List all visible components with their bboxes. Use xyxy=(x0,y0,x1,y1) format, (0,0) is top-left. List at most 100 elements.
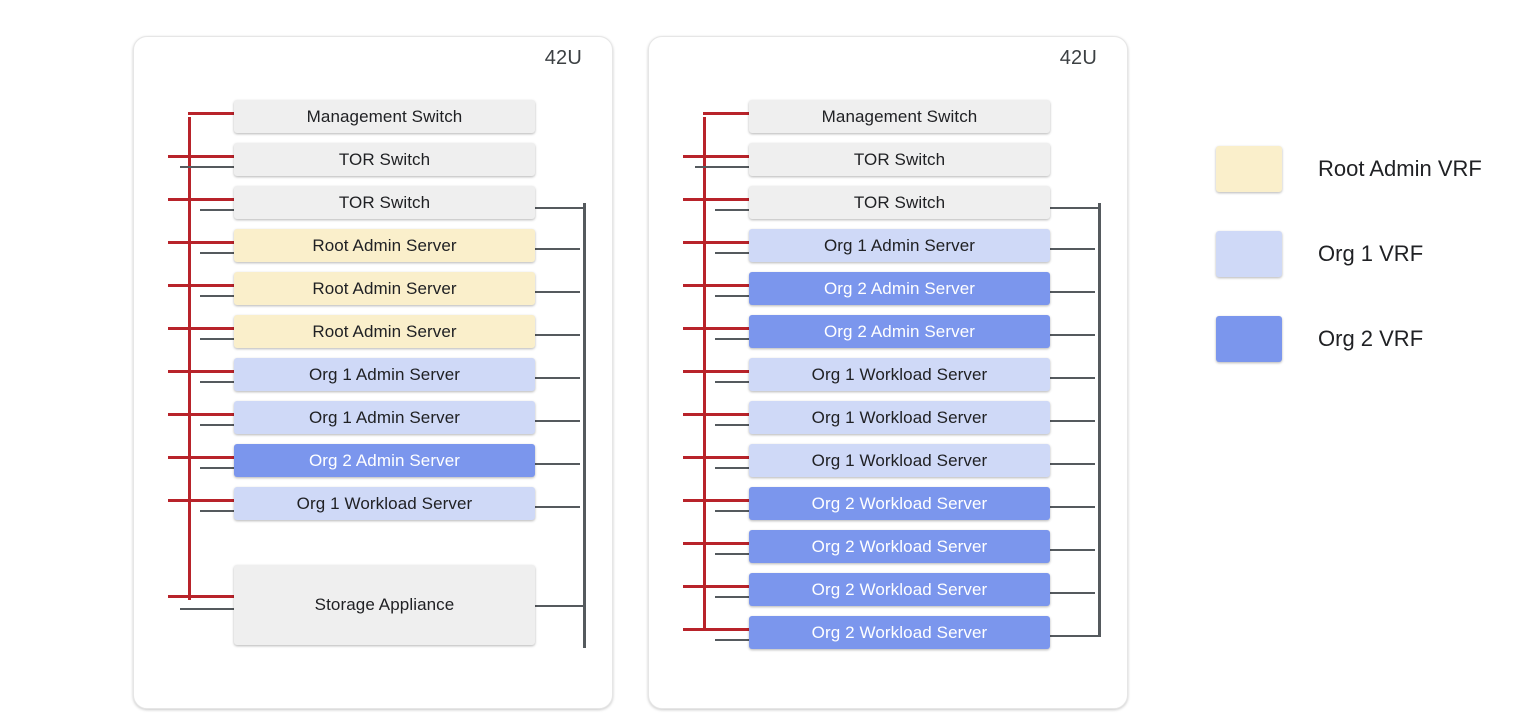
device-org-2-workload-server[interactable]: Org 2 Workload Server xyxy=(749,530,1050,563)
data-wire-right xyxy=(535,505,580,508)
legend-item-3: Org 2 VRF xyxy=(1216,316,1423,362)
data-wire-right xyxy=(1050,505,1095,508)
legend-swatch-3 xyxy=(1216,316,1282,362)
device-storage-appliance[interactable]: Storage Appliance xyxy=(234,565,535,645)
device-org-1-workload-server[interactable]: Org 1 Workload Server xyxy=(749,401,1050,434)
device-org-1-workload-server[interactable]: Org 1 Workload Server xyxy=(749,444,1050,477)
data-wire-left xyxy=(695,165,751,168)
device-tor-switch[interactable]: TOR Switch xyxy=(234,186,535,219)
power-wire-left xyxy=(168,283,236,287)
power-wire-left xyxy=(168,455,236,459)
legend-swatch-1 xyxy=(1216,146,1282,192)
power-wire-left xyxy=(168,154,236,158)
data-wire-right xyxy=(1050,206,1101,209)
data-wire-right xyxy=(535,419,580,422)
data-wire-right xyxy=(535,605,586,607)
data-wire-left xyxy=(180,608,236,610)
device-root-admin-server[interactable]: Root Admin Server xyxy=(234,272,535,305)
data-wire-right xyxy=(1050,419,1095,422)
data-wire-left xyxy=(715,251,751,254)
data-wire-left xyxy=(200,466,236,469)
data-wire-right xyxy=(535,247,580,250)
device-org-1-admin-server[interactable]: Org 1 Admin Server xyxy=(749,229,1050,262)
data-wire-right xyxy=(1050,634,1101,637)
data-wire-left xyxy=(715,638,751,641)
data-bus-vertical xyxy=(583,202,586,648)
data-wire-right xyxy=(1050,548,1095,551)
data-wire-left xyxy=(200,423,236,426)
device-tor-switch[interactable]: TOR Switch xyxy=(749,186,1050,219)
rack-2-capacity-label: 42U xyxy=(1059,47,1097,69)
data-wire-left xyxy=(180,165,236,168)
power-wire-left xyxy=(168,498,236,502)
data-wire-left xyxy=(715,208,751,211)
data-wire-left xyxy=(715,595,751,598)
device-org-2-workload-server[interactable]: Org 2 Workload Server xyxy=(749,573,1050,606)
device-org-2-admin-server[interactable]: Org 2 Admin Server xyxy=(749,315,1050,348)
power-wire-left xyxy=(683,326,751,330)
power-wire-left xyxy=(683,498,751,502)
data-wire-right xyxy=(535,376,580,379)
device-tor-switch[interactable]: TOR Switch xyxy=(234,143,535,176)
legend-swatch-2 xyxy=(1216,231,1282,277)
data-wire-right xyxy=(535,290,580,293)
legend-label-2: Org 1 VRF xyxy=(1318,241,1424,266)
legend-item-2: Org 1 VRF xyxy=(1216,231,1423,277)
power-wire-left xyxy=(683,584,751,588)
power-wire-left xyxy=(683,627,751,631)
data-wire-left xyxy=(200,251,236,254)
device-org-1-admin-server[interactable]: Org 1 Admin Server xyxy=(234,358,535,391)
data-wire-left xyxy=(715,337,751,340)
power-rail-vertical xyxy=(703,116,706,631)
data-wire-left xyxy=(715,552,751,555)
power-wire-left xyxy=(683,541,751,545)
power-wire-left xyxy=(683,369,751,373)
device-org-2-admin-server[interactable]: Org 2 Admin Server xyxy=(749,272,1050,305)
power-wire-left xyxy=(683,455,751,459)
power-wire-left xyxy=(683,154,751,158)
device-org-1-workload-server[interactable]: Org 1 Workload Server xyxy=(749,358,1050,391)
rack-1-capacity-label: 42U xyxy=(544,47,582,69)
device-org-1-workload-server[interactable]: Org 1 Workload Server xyxy=(234,487,535,520)
data-wire-left xyxy=(200,294,236,297)
device-tor-switch[interactable]: TOR Switch xyxy=(749,143,1050,176)
data-wire-left xyxy=(200,337,236,340)
legend-item-1: Root Admin VRF xyxy=(1216,146,1482,192)
power-wire-left xyxy=(168,412,236,416)
power-wire-left xyxy=(683,412,751,416)
data-wire-left xyxy=(715,466,751,469)
data-wire-left xyxy=(715,423,751,426)
data-bus-vertical xyxy=(1098,202,1101,636)
power-wire-left xyxy=(168,595,236,598)
device-org-2-admin-server[interactable]: Org 2 Admin Server xyxy=(234,444,535,477)
data-wire-right xyxy=(1050,333,1095,336)
device-management-switch[interactable]: Management Switch xyxy=(234,100,535,133)
data-wire-left xyxy=(715,294,751,297)
vrf-legend: Root Admin VRF Org 1 VRF Org 2 VRF xyxy=(1216,146,1516,362)
device-org-2-workload-server[interactable]: Org 2 Workload Server xyxy=(749,487,1050,520)
device-org-1-admin-server[interactable]: Org 1 Admin Server xyxy=(234,401,535,434)
data-wire-right xyxy=(1050,462,1095,465)
data-wire-right xyxy=(535,333,580,336)
data-wire-left xyxy=(200,509,236,512)
power-wire-left xyxy=(188,111,236,115)
power-wire-left xyxy=(168,369,236,373)
data-wire-left xyxy=(715,380,751,383)
data-wire-left xyxy=(715,509,751,512)
data-wire-right xyxy=(1050,247,1095,250)
power-wire-left xyxy=(168,240,236,244)
power-wire-left xyxy=(683,197,751,201)
device-org-2-workload-server[interactable]: Org 2 Workload Server xyxy=(749,616,1050,649)
device-root-admin-server[interactable]: Root Admin Server xyxy=(234,229,535,262)
device-root-admin-server[interactable]: Root Admin Server xyxy=(234,315,535,348)
device-management-switch[interactable]: Management Switch xyxy=(749,100,1050,133)
data-wire-right xyxy=(535,462,580,465)
data-wire-right xyxy=(1050,376,1095,379)
power-wire-left xyxy=(703,111,751,115)
power-wire-left xyxy=(683,240,751,244)
data-wire-left xyxy=(200,380,236,383)
data-wire-right xyxy=(1050,591,1095,594)
power-wire-left xyxy=(168,197,236,201)
power-rail-vertical xyxy=(188,116,191,600)
